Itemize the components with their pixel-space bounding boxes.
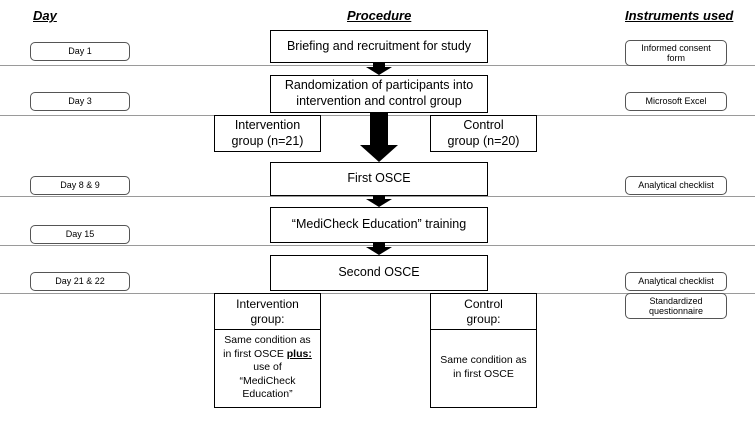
instrument-analytical-checklist-2: Analytical checklist [625,272,727,291]
day-pill-21-22: Day 21 & 22 [30,272,130,291]
briefing-box: Briefing and recruitment for study [270,30,488,63]
procedure-column-header: Procedure [347,8,412,23]
row-divider [0,293,755,294]
day-pill-1: Day 1 [30,42,130,61]
day-pill-3: Day 3 [30,92,130,111]
instrument-microsoft-excel: Microsoft Excel [625,92,727,111]
day-pill-8-9: Day 8 & 9 [30,176,130,195]
instruments-column-header: Instruments used [625,8,734,23]
arrow-randomization-to-first-osce [360,113,398,162]
arrow-briefing-to-randomization [366,63,392,75]
final-control-body: Same condition as in first OSCE [440,354,527,380]
training-box: “MediCheck Education” training [270,207,488,243]
first-osce-box: First OSCE [270,162,488,196]
arrow-training-to-second-osce [366,243,392,255]
arrow-first-osce-to-training [366,196,392,207]
second-osce-box: Second OSCE [270,255,488,291]
instrument-analytical-checklist-1: Analytical checklist [625,176,727,195]
final-intervention-body: Same condition as in first OSCE plus: us… [223,333,312,401]
day-column-header: Day [33,8,57,23]
day-pill-15: Day 15 [30,225,130,244]
